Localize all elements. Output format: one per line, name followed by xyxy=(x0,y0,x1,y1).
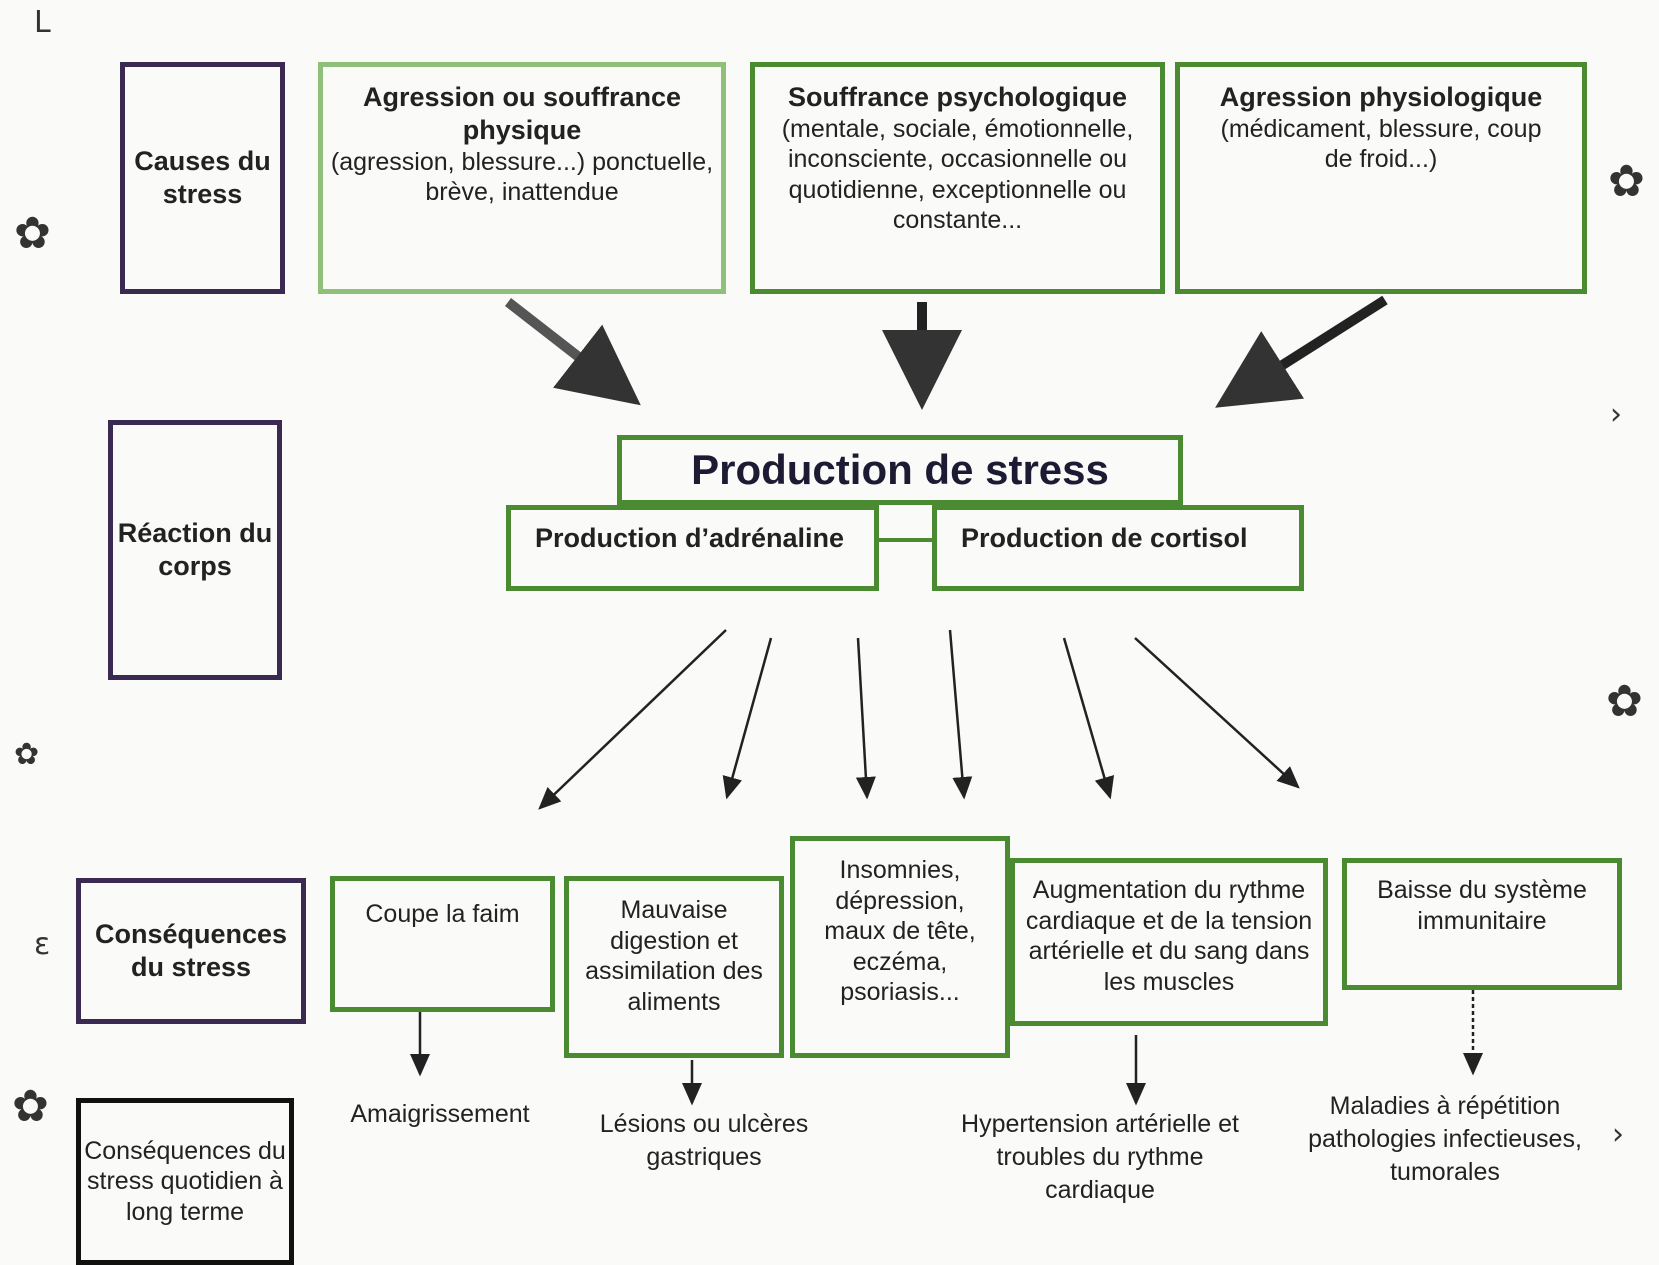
consequence-text: Coupe la faim xyxy=(365,900,520,928)
flower-icon: ✿ xyxy=(1608,156,1645,207)
mark-icon: › xyxy=(1610,397,1622,432)
cause-box-physiological: Agression physiologique (médicament, ble… xyxy=(1175,62,1587,294)
adrenaline-box: Production d’adrénaline xyxy=(506,505,879,591)
label-long-term: Conséquences du stress quotidien à long … xyxy=(76,1098,294,1265)
cortisol-label: Production de cortisol xyxy=(961,523,1248,553)
label-causes: Causes du stress xyxy=(120,62,285,294)
consequence-box-immune: Baisse du système immunitaire xyxy=(1342,858,1622,990)
flower-icon: ✿ xyxy=(12,1081,49,1132)
adrenaline-label: Production d’adrénaline xyxy=(535,523,845,553)
cause-title: Agression ou souffrance physique xyxy=(362,82,682,145)
cause-title: Agression physiologique xyxy=(1219,82,1543,112)
arrow-fan6 xyxy=(1134,637,1300,789)
consequence-text: Augmentation du rythme cardiaque et de l… xyxy=(1025,876,1313,996)
arrow-cause3 xyxy=(1215,295,1388,408)
arrow-fan5 xyxy=(1062,637,1115,800)
label-reaction: Réaction du corps xyxy=(108,420,282,680)
cause-text: (mentale, sociale, émotionnelle, inconsc… xyxy=(781,114,1134,235)
consequence-text: Baisse du système immunitaire xyxy=(1377,876,1587,935)
consequence-box-cardiac: Augmentation du rythme cardiaque et de l… xyxy=(1010,858,1328,1026)
outcome-hypertension: Hypertension artérielle et troubles du r… xyxy=(961,1110,1239,1204)
mark-icon: ε xyxy=(34,927,51,962)
outcome-disease: Maladies à répétition pathologies infect… xyxy=(1308,1092,1582,1186)
production-stress-title: Production de stress xyxy=(691,446,1109,494)
label-consequences: Conséquences du stress xyxy=(76,878,306,1024)
flower-icon: ✿ xyxy=(14,208,51,259)
consequence-text: Insomnies, dépression, maux de tête, ecz… xyxy=(824,856,976,1006)
cause-box-physical: Agression ou souffrance physique (agress… xyxy=(318,62,726,294)
arrow-fan1 xyxy=(538,629,727,810)
mark-icon: ᒪ xyxy=(34,5,51,40)
arrow-fan3 xyxy=(855,637,876,800)
consequence-box-insomnia: Insomnies, dépression, maux de tête, ecz… xyxy=(790,836,1010,1058)
flower-icon: ✿ xyxy=(14,737,40,772)
consequence-box-digestion: Mauvaise digestion et assimilation des a… xyxy=(564,876,784,1058)
cause-title: Souffrance psychologique xyxy=(787,82,1128,112)
cause-text: (agression, blessure...) ponctuelle, brè… xyxy=(330,147,714,207)
cause-box-psychological: Souffrance psychologique (mentale, socia… xyxy=(750,62,1165,294)
arrow-cause1 xyxy=(504,298,641,406)
consequence-box-hunger: Coupe la faim xyxy=(330,876,555,1012)
outcome-gastric: Lésions ou ulcères gastriques xyxy=(599,1110,809,1171)
arrow-fan4 xyxy=(948,629,973,800)
flower-icon: ✿ xyxy=(1606,676,1643,727)
consequence-text: Mauvaise digestion et assimilation des a… xyxy=(585,896,763,1016)
mark-icon: › xyxy=(1612,1117,1624,1152)
cause-text: (médicament, blessure, coup de froid...) xyxy=(1220,114,1542,174)
production-stress-box: Production de stress xyxy=(617,435,1183,505)
cortisol-box: Production de cortisol xyxy=(932,505,1304,591)
outcome-weight-loss: Amaigrissement xyxy=(350,1100,530,1128)
arrow-fan2 xyxy=(722,637,773,800)
